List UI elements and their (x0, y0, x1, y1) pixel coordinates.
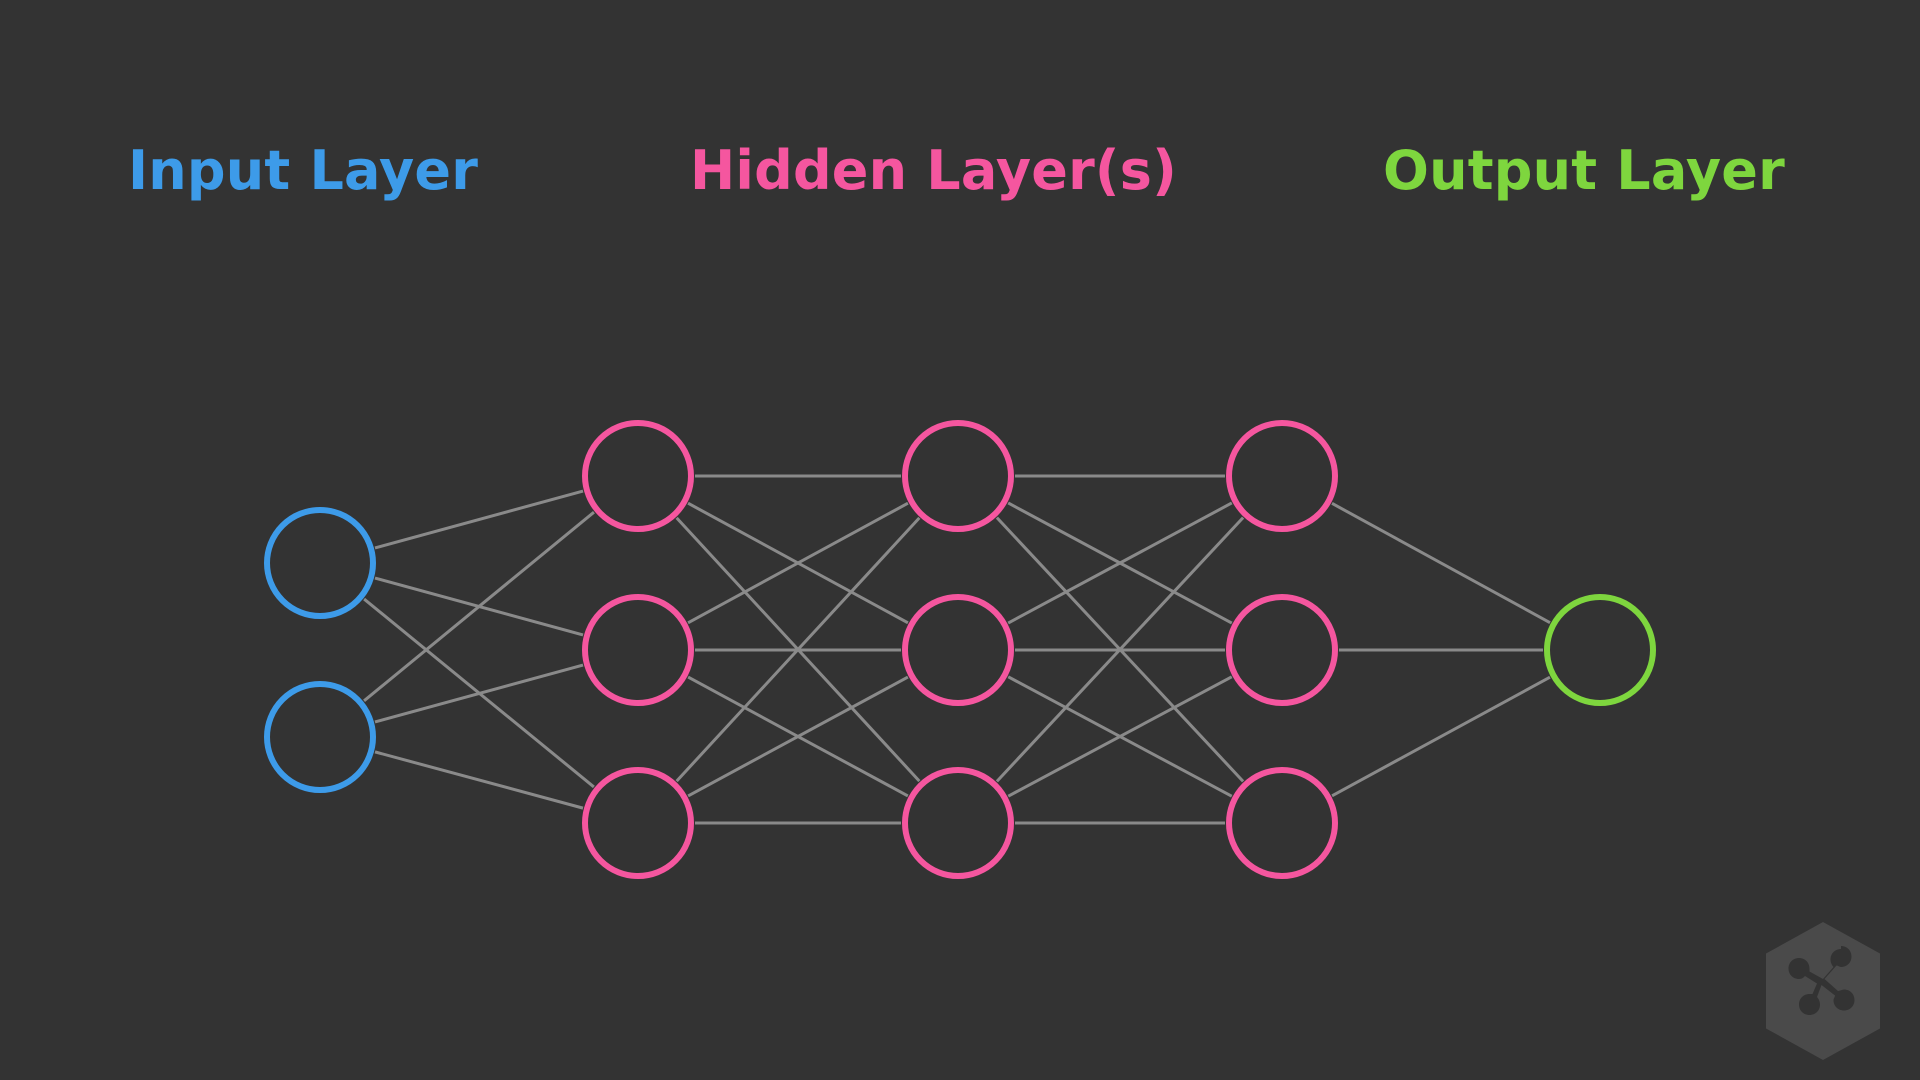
connection-edge (374, 489, 584, 550)
connection-edge (687, 501, 909, 625)
hexagon-neuron-logo-icon (1766, 922, 1880, 1060)
connection-edge (1007, 675, 1233, 798)
neuron-node-hidden3 (1226, 420, 1338, 532)
neuron-node-hidden3 (1226, 594, 1338, 706)
watermark-hexagon (1766, 922, 1880, 1060)
connection-edge (1007, 501, 1233, 625)
watermark-neuron-glyph (1788, 946, 1855, 1015)
neuron-node-input (264, 681, 376, 793)
neuron-node-hidden1 (582, 594, 694, 706)
neuron-node-hidden1 (582, 767, 694, 879)
neuron-node-hidden2 (902, 420, 1014, 532)
neuron-node-hidden2 (902, 594, 1014, 706)
connection-edge (374, 750, 584, 810)
connection-edge (687, 675, 909, 798)
connection-edge (675, 516, 921, 783)
neuron-node-output (1544, 594, 1656, 706)
neuron-node-input (264, 507, 376, 619)
neuron-node-hidden3 (1226, 767, 1338, 879)
neuron-node-hidden1 (582, 420, 694, 532)
connection-edge (995, 516, 1245, 783)
neuron-nodes (264, 420, 1656, 879)
connection-edge (1331, 675, 1551, 798)
connection-edge (1331, 502, 1551, 624)
connection-edge (363, 511, 595, 702)
connection-edges (363, 474, 1551, 825)
neuron-node-hidden2 (902, 767, 1014, 879)
connection-edge (374, 663, 584, 724)
